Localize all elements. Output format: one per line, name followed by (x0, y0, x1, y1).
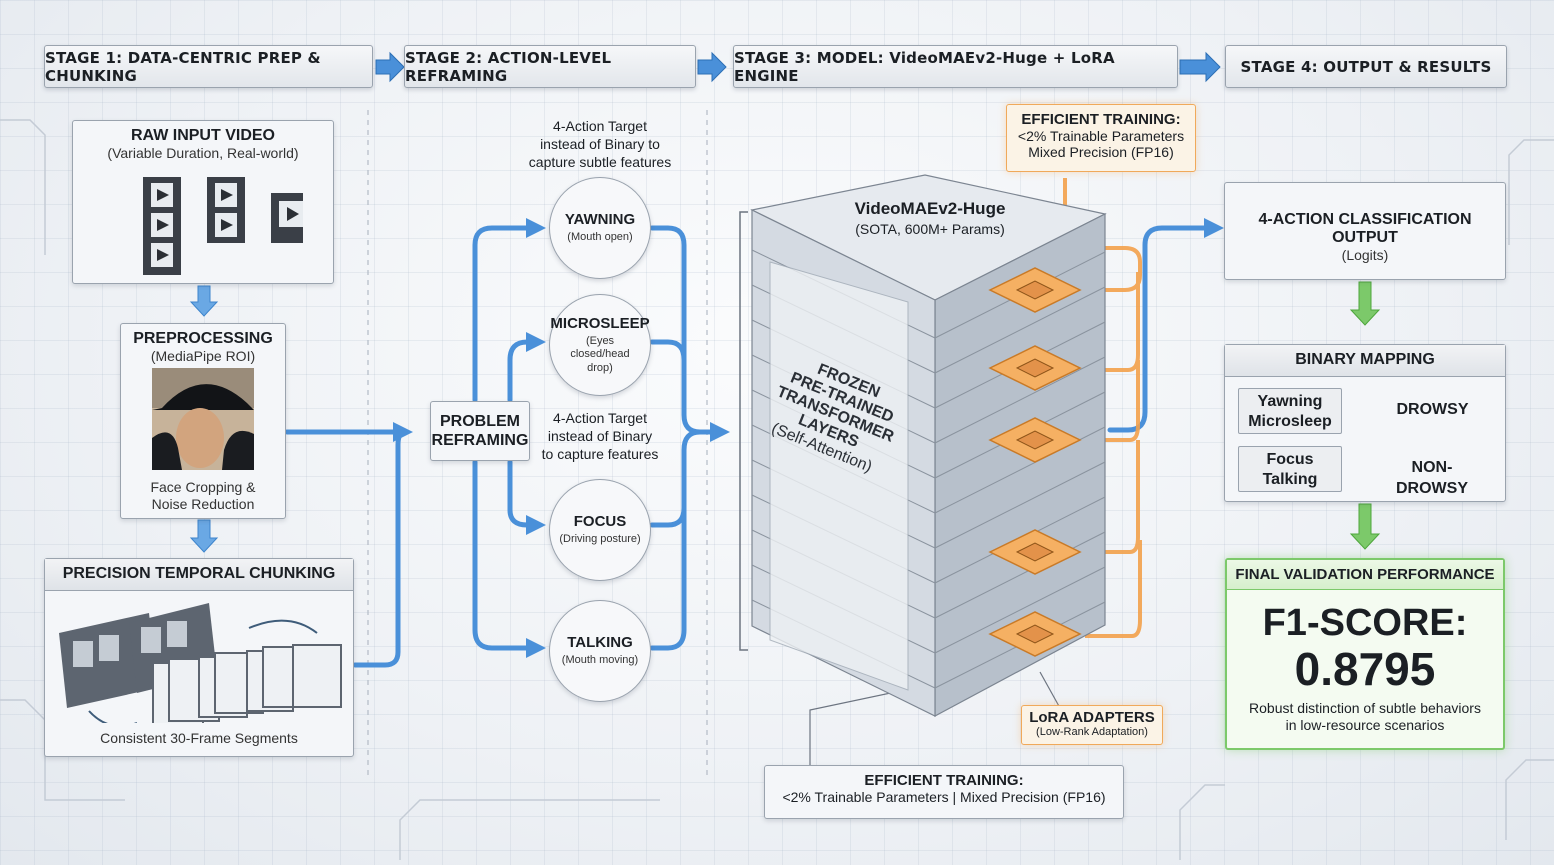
stage2-mid-note: 4-Action Target instead of Binary to cap… (520, 409, 680, 464)
mapping-non-drowsy-output: NON-DROWSY (1396, 459, 1468, 497)
mapping-talking: Talking (1262, 471, 1318, 488)
action-talking: TALKING (Mouth moving) (549, 600, 651, 702)
top-note-line-2: instead of Binary to (540, 136, 660, 153)
efficient-training-bottom-subtitle: <2% Trainable Parameters | Mixed Precisi… (782, 789, 1106, 805)
stage-arrows (375, 51, 1221, 83)
efficient-training-top-line-1: <2% Trainable Parameters (1017, 128, 1185, 144)
final-performance-box: FINAL VALIDATION PERFORMANCE F1-SCORE: 0… (1225, 558, 1505, 750)
temporal-chunking-title: PRECISION TEMPORAL CHUNKING (45, 559, 353, 591)
final-note-line-2: in low-resource scenarios (1285, 717, 1445, 733)
mapping-microsleep: Microsleep (1248, 413, 1332, 430)
action-microsleep-desc: (Eyes closed/head drop) (570, 335, 630, 374)
efficient-training-bottom-title: EFFICIENT TRAINING: (864, 772, 1024, 789)
frame-segments-illustration (59, 603, 342, 727)
problem-reframing-box: PROBLEM REFRAMING (430, 401, 530, 461)
preprocessing-caption-2: Noise Reduction (151, 495, 255, 512)
binary-mapping-title: BINARY MAPPING (1225, 345, 1505, 377)
model-title: VideoMAEv2-Huge (854, 199, 1006, 218)
mapping-drowsy-output: DROWSY (1396, 401, 1469, 418)
action-focus: FOCUS (Driving posture) (549, 479, 651, 581)
efficient-training-bottom-box: EFFICIENT TRAINING: <2% Trainable Parame… (764, 765, 1124, 819)
lora-title: LoRA ADAPTERS (1029, 709, 1155, 726)
lora-adapters-box: LoRA ADAPTERS (Low-Rank Adaptation) (1021, 705, 1163, 745)
mid-note-line-1: 4-Action Target (553, 410, 647, 426)
mapping-yawning: Yawning (1257, 393, 1323, 410)
action-focus-desc: (Driving posture) (559, 533, 641, 546)
reframing-label-1: PROBLEM (440, 413, 520, 430)
action-talking-desc: (Mouth moving) (561, 654, 639, 667)
mid-note-line-2: instead of Binary (547, 428, 653, 445)
mapping-non-drowsy-inputs: Focus Talking (1238, 446, 1342, 492)
lora-subtitle: (Low-Rank Adaptation) (1036, 726, 1148, 738)
model-subtitle: (SOTA, 600M+ Params) (855, 221, 1005, 238)
raw-input-title: RAW INPUT VIDEO (130, 127, 275, 144)
action-yawning-desc: (Mouth open) (567, 231, 633, 244)
temporal-chunking-caption: Consistent 30-Frame Segments (100, 730, 298, 746)
mid-note-line-3: to capture features (541, 446, 659, 463)
mapping-focus: Focus (1266, 451, 1314, 468)
stage-3-header: STAGE 3: MODEL: VideoMAEv2-Huge + LoRA E… (733, 45, 1178, 88)
reframing-label-2: REFRAMING (431, 432, 529, 449)
face-crop-thumbnail (152, 368, 254, 470)
action-talking-label: TALKING (567, 634, 633, 652)
final-note-line-1: Robust distinction of subtle behaviors (1249, 700, 1481, 716)
action-focus-label: FOCUS (573, 513, 627, 531)
f1-score-value: 0.8795 (1294, 643, 1436, 695)
stage-4-header: STAGE 4: OUTPUT & RESULTS (1225, 45, 1507, 88)
video-film-icon (143, 177, 315, 275)
preprocessing-caption-1: Face Cropping & (150, 479, 256, 495)
raw-input-video-box: RAW INPUT VIDEO (Variable Duration, Real… (72, 120, 334, 284)
preprocessing-title: PREPROCESSING (133, 330, 273, 347)
preprocessing-subtitle: (MediaPipe ROI) (150, 348, 256, 364)
top-note-line-1: 4-Action Target (553, 118, 647, 134)
classification-output-subtitle: (Logits) (1341, 247, 1389, 263)
stage-1-header: STAGE 1: DATA-CENTRIC PREP & CHUNKING (44, 45, 373, 88)
final-performance-title: FINAL VALIDATION PERFORMANCE (1227, 560, 1503, 590)
temporal-chunking-box: PRECISION TEMPORAL CHUNKING Consistent 3… (44, 558, 354, 757)
top-note-line-3: capture subtle features (528, 154, 672, 171)
action-yawning: YAWNING (Mouth open) (549, 177, 651, 279)
stage-2-header: STAGE 2: ACTION-LEVEL REFRAMING (404, 45, 696, 88)
mapping-drowsy-inputs: Yawning Microsleep (1238, 388, 1342, 434)
raw-input-subtitle: (Variable Duration, Real-world) (107, 145, 299, 161)
preprocessing-box: PREPROCESSING (MediaPipe ROI) Face Cropp… (120, 323, 286, 519)
action-yawning-label: YAWNING (564, 211, 636, 229)
action-microsleep: MICROSLEEP (Eyes closed/head drop) (549, 294, 651, 396)
classification-output-title: 4-ACTION CLASSIFICATION OUTPUT (1258, 211, 1472, 246)
model-label: VideoMAEv2-Huge (SOTA, 600M+ Params) (830, 198, 1030, 238)
action-microsleep-label: MICROSLEEP (550, 315, 650, 333)
classification-output-box: 4-ACTION CLASSIFICATION OUTPUT (Logits) (1224, 182, 1506, 280)
stage2-top-note: 4-Action Target instead of Binary to cap… (500, 117, 700, 172)
efficient-training-top-title: EFFICIENT TRAINING: (1021, 111, 1181, 128)
f1-score-label: F1-SCORE: (1262, 602, 1468, 644)
efficient-training-top-line-2: Mixed Precision (FP16) (1028, 144, 1174, 160)
efficient-training-top-box: EFFICIENT TRAINING: <2% Trainable Parame… (1006, 104, 1196, 172)
